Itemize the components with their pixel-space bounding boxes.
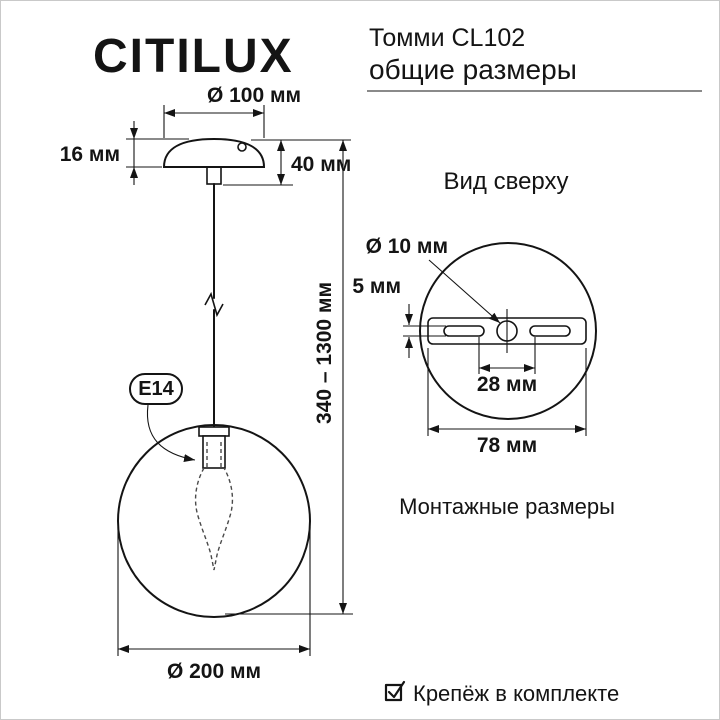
mounting-slot-left [443, 325, 485, 337]
dim-shade-diameter: Ø 200 мм [117, 527, 311, 683]
side-view-drawing: Ø 100 мм 16 мм 40 мм [60, 84, 353, 683]
canopy-height-label: 40 мм [291, 153, 351, 176]
dim-height-range: 340 – 1300 мм [225, 140, 353, 615]
brand-logo: CITILUX [93, 30, 294, 83]
center-hole [496, 320, 518, 342]
model-title: Томми CL102 [369, 24, 525, 52]
dim-canopy-rim: 16 мм [60, 121, 189, 185]
canopy-diameter-label: Ø 100 мм [207, 84, 301, 107]
glass-sphere [117, 424, 311, 618]
height-range-label: 340 – 1300 мм [313, 282, 336, 424]
shade-diameter-label: Ø 200 мм [167, 660, 261, 683]
socket-leader [146, 404, 196, 462]
slot-height-label: 5 мм [352, 275, 401, 298]
lamp-socket-body [202, 435, 226, 469]
hole-diameter-label: Ø 10 мм [366, 235, 448, 258]
canopy-rim-label: 16 мм [60, 143, 120, 166]
top-view-drawing: Вид сверху Ø 10 мм 5 мм 28 мм [352, 168, 614, 519]
canopy-top-view [419, 242, 597, 420]
dim-plate-width: 78 мм [427, 348, 587, 457]
dim-hole-spacing: 28 мм [477, 337, 537, 396]
header: CITILUX Томми CL102 общие размеры [93, 24, 702, 92]
hole-spacing-label: 28 мм [477, 373, 537, 396]
dim-canopy-diameter: Ø 100 мм [163, 84, 301, 138]
mounting-slot-right [529, 325, 571, 337]
socket-badge [129, 373, 183, 405]
checkbox-check-icon [384, 680, 406, 702]
canopy-screw [237, 142, 247, 152]
top-view-title: Вид сверху [444, 168, 569, 195]
dim-slot-height: 5 мм [352, 275, 446, 358]
socket-label: E14 [138, 378, 174, 400]
break-symbol [204, 291, 224, 318]
hardware-included-note: Крепёж в комплекте [413, 681, 619, 706]
candle-bulb-outline [194, 467, 234, 571]
shade-collar [198, 426, 230, 437]
cord-fitting [206, 166, 222, 185]
dim-canopy-height: 40 мм [223, 139, 351, 186]
suspension-rod [204, 183, 224, 431]
ceiling-canopy [162, 137, 266, 168]
sheet-subtitle: общие размеры [369, 54, 577, 85]
mounting-caption: Монтажные размеры [399, 494, 615, 519]
plate-width-label: 78 мм [477, 434, 537, 457]
footer: Крепёж в комплекте [384, 680, 619, 706]
socket-callout: E14 [129, 373, 196, 462]
dim-hole-diameter: Ø 10 мм [366, 235, 501, 324]
